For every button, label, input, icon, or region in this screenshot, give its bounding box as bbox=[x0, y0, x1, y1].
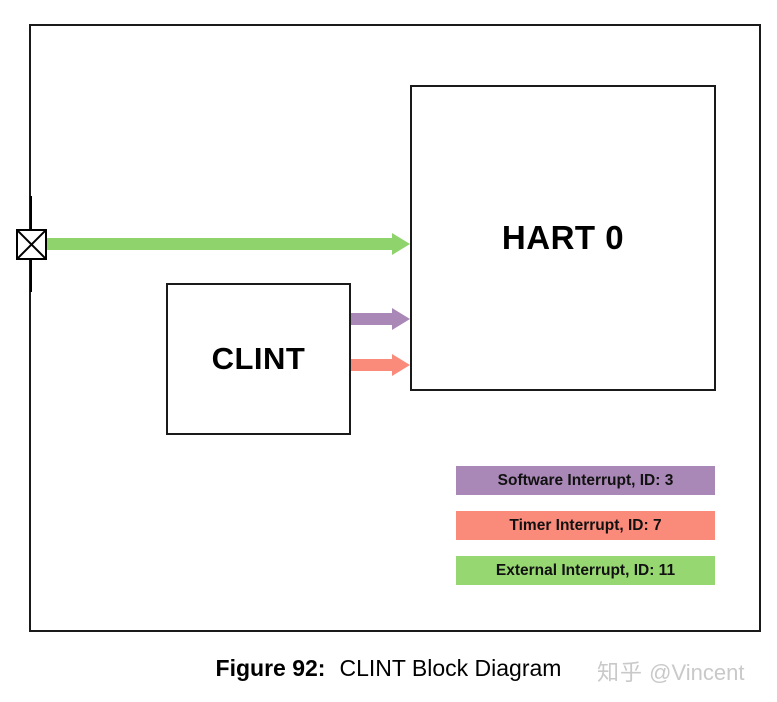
block-hart0: HART 0 bbox=[410, 85, 716, 391]
watermark: 知乎 @Vincent bbox=[597, 655, 744, 687]
legend: Software Interrupt, ID: 3 Timer Interrup… bbox=[456, 466, 715, 585]
arrow-software-shaft bbox=[351, 313, 392, 325]
block-clint: CLINT bbox=[166, 283, 351, 435]
figure-caption-label: Figure 92: bbox=[215, 655, 326, 681]
legend-item-timer-interrupt: Timer Interrupt, ID: 7 bbox=[456, 511, 715, 540]
figure-caption: Figure 92: CLINT Block Diagram bbox=[0, 655, 777, 682]
legend-item-software-interrupt: Software Interrupt, ID: 3 bbox=[456, 466, 715, 495]
watermark-author: @Vincent bbox=[649, 660, 745, 685]
block-hart0-label: HART 0 bbox=[501, 219, 625, 256]
watermark-site: 知乎 bbox=[597, 660, 644, 685]
crossed-box-icon bbox=[16, 229, 47, 260]
arrow-timer-head bbox=[392, 354, 410, 376]
legend-item-external-interrupt: External Interrupt, ID: 11 bbox=[456, 556, 715, 585]
legend-item-software-interrupt-label: Software Interrupt, ID: 3 bbox=[497, 471, 674, 489]
block-clint-label: CLINT bbox=[211, 341, 306, 376]
arrow-external-shaft bbox=[47, 238, 392, 250]
arrow-timer-shaft bbox=[351, 359, 392, 371]
arrow-external-head bbox=[392, 233, 410, 255]
arrow-software-head bbox=[392, 308, 410, 330]
legend-item-external-interrupt-label: External Interrupt, ID: 11 bbox=[495, 561, 676, 579]
legend-item-timer-interrupt-label: Timer Interrupt, ID: 7 bbox=[509, 516, 662, 534]
figure-caption-title: CLINT Block Diagram bbox=[339, 655, 562, 681]
